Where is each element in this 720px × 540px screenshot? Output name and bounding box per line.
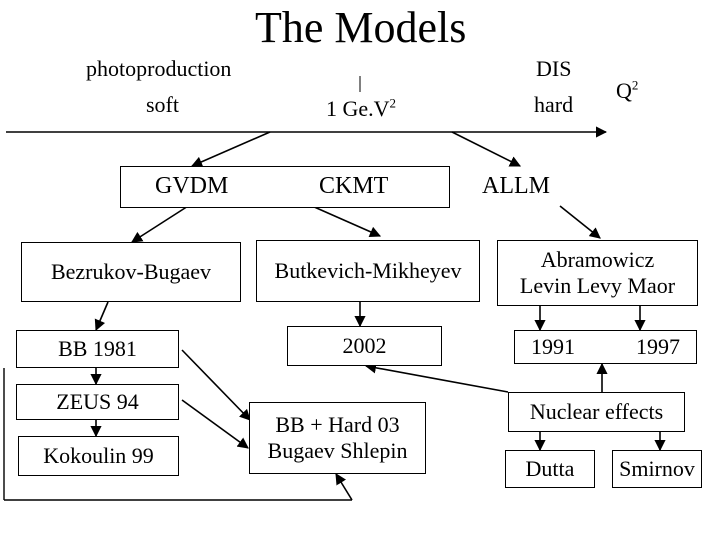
category-band (120, 166, 450, 208)
bbhard-line-2: Bugaev Shlepin (267, 438, 408, 463)
label-energy-scale: 1 Ge.V2 (326, 96, 396, 122)
energy-scale-exponent: 2 (389, 95, 397, 111)
version-1991: 1991 (531, 333, 575, 359)
category-gvdm: GVDM (155, 173, 229, 199)
category-allm: ALLM (482, 173, 550, 199)
category-ckmt: CKMT (319, 173, 389, 199)
arrow-nuclear-2002 (364, 362, 509, 393)
bbhard-line-1: BB + Hard 03 (275, 411, 400, 437)
energy-scale-text: 1 Ge.V (326, 96, 390, 121)
version-1997: 1997 (636, 333, 680, 359)
model-bezrukov-bugaev: Bezrukov-Bugaev (21, 242, 241, 302)
model-dutta: Dutta (505, 450, 595, 488)
slide-title: The Models (255, 3, 467, 52)
nuclear-effects: Nuclear effects (508, 392, 685, 432)
model-abramowicz-levin-levy-maor: Abramowicz Levin Levy Maor (497, 240, 698, 306)
axis-exponent: 2 (631, 77, 639, 93)
version-2002: 2002 (287, 326, 442, 366)
label-axis-q2: Q2 (616, 78, 638, 104)
arrow-zeus94-bbhard (181, 399, 249, 449)
label-hard: hard (534, 92, 574, 117)
axis-text: Q (616, 78, 632, 103)
arrow-to-allm (451, 131, 522, 167)
label-soft: soft (146, 92, 179, 117)
model-butkevich-mikheyev: Butkevich-Mikheyev (256, 240, 480, 302)
label-dis: DIS (536, 56, 572, 81)
arrow-to-bbhard (335, 473, 353, 501)
abramowicz-line-2: Levin Levy Maor (519, 273, 676, 298)
versions-1991-1997: 1991 1997 (514, 330, 697, 364)
arrow-to-gvdm (190, 131, 271, 168)
version-bb1981: BB 1981 (16, 330, 179, 368)
arrow-bb1981-bbhard (181, 349, 251, 421)
arrow-ckmt-butkevich (311, 205, 382, 238)
model-smirnov: Smirnov (612, 450, 702, 488)
version-zeus94: ZEUS 94 (16, 384, 179, 420)
arrow-bezrukov-bb1981 (94, 301, 109, 332)
version-kokoulin99: Kokoulin 99 (18, 436, 179, 476)
arrow-allm-abramowicz (559, 205, 601, 239)
label-photoproduction: photoproduction (86, 56, 232, 81)
model-bb-hard-03: BB + Hard 03 Bugaev Shlepin (249, 402, 426, 474)
abramowicz-line-1: Abramowicz (540, 246, 655, 272)
